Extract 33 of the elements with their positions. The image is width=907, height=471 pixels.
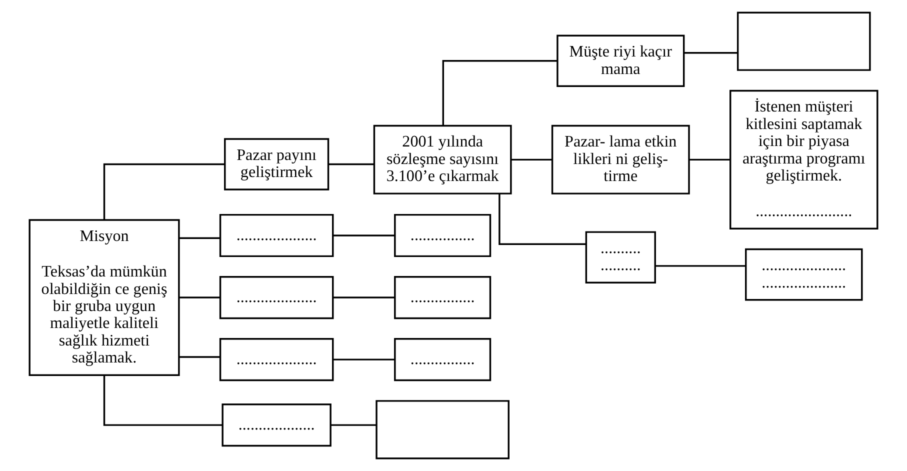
connector (655, 265, 746, 267)
node-box: .......... .......... (585, 231, 656, 284)
connector (333, 234, 394, 236)
node-box: ................ (394, 338, 492, 382)
connector (103, 375, 223, 426)
node-box: ..................... ..................... (745, 248, 863, 301)
node-box: 2001 yılında sözleşme sayısını 3.100’e çıkarmak (373, 124, 512, 194)
connector (689, 158, 730, 161)
node-box: İstenen müşteri kitlesini saptamak için bir piyasa araştırma programı geliştirmek. ........................ (730, 90, 878, 230)
connector (103, 163, 225, 220)
node-box: Pazar payını geliştirmek (224, 138, 330, 190)
node-box: Müşte riyi kaçır mama (556, 34, 685, 88)
connector (333, 296, 394, 298)
connector (330, 424, 377, 426)
node-box: ................ (394, 276, 492, 320)
connector (498, 194, 586, 245)
connector (442, 60, 558, 126)
connector (684, 52, 738, 54)
node-box (376, 400, 510, 460)
connector (179, 237, 220, 239)
node-box: ................ (394, 214, 492, 258)
connector (511, 158, 552, 161)
connector (328, 163, 374, 166)
node-box (736, 12, 871, 71)
node-box: ................... (222, 404, 332, 447)
node-box: .................... (219, 276, 334, 320)
connector (179, 296, 220, 298)
node-box: Misyon Teksas’da mümkün olabildiğin ce geniş bir gruba uygun maliyetle kaliteli sağlık hizmeti sağlamak. (28, 219, 180, 376)
node-box: .................... (219, 214, 334, 258)
node-box: .................... (219, 338, 334, 382)
connector (333, 358, 394, 360)
connector (179, 356, 220, 358)
node-box: Pazar- lama etkin likleri ni geliş- tirme (551, 124, 690, 194)
